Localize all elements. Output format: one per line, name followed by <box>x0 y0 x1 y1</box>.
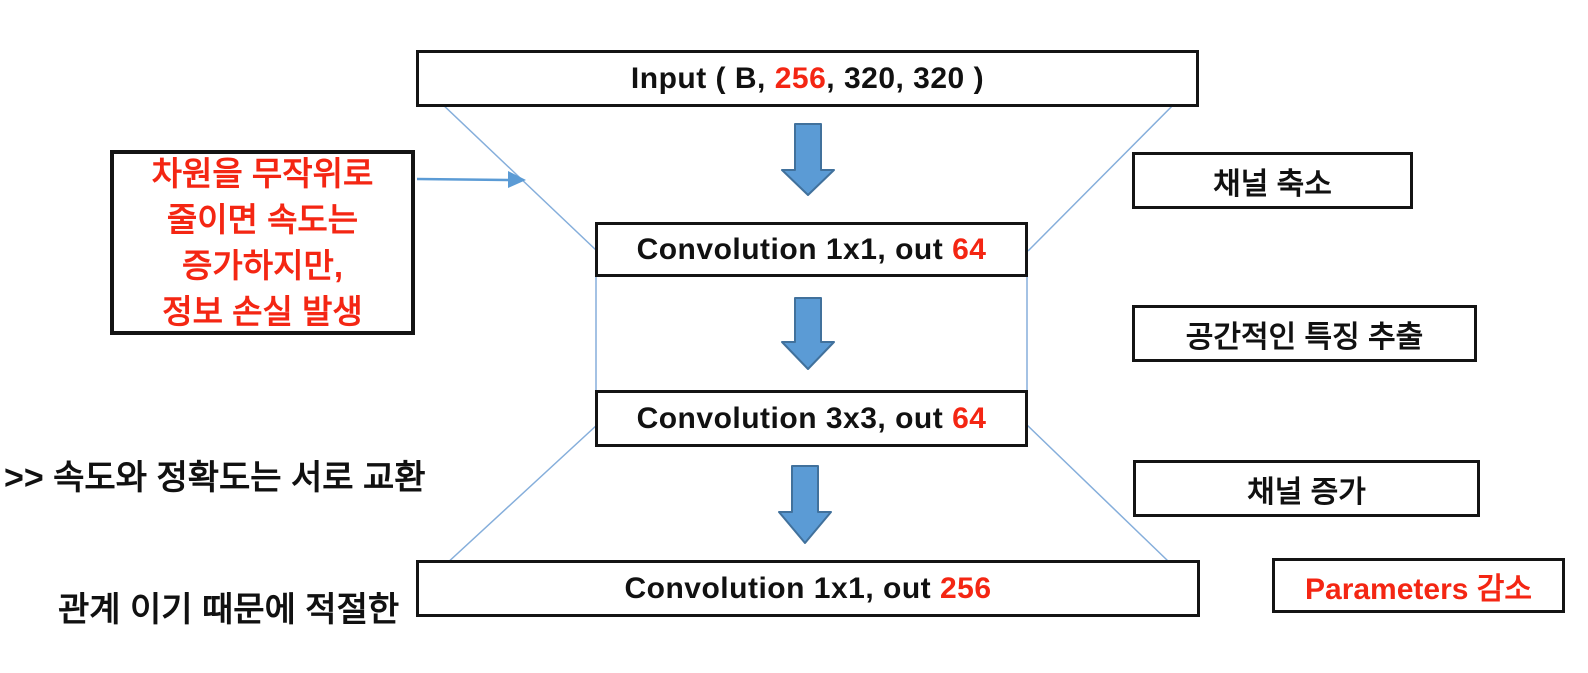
connector-line-input-left <box>419 82 598 252</box>
conv-reduce-out-value: 64 <box>952 232 987 266</box>
label-parameters-decrease: Parameters 감소 <box>1272 558 1565 613</box>
down-block-arrow-icon <box>781 123 835 196</box>
warning-line: 줄이면 속도는 <box>166 200 359 238</box>
conv-expand-label: Convolution 1x1, out <box>624 571 940 605</box>
warning-line: 차원을 무작위로 <box>151 154 374 192</box>
tradeoff-note: >> 속도와 정확도는 서로 교환 관계 이기 때문에 적절한 합의점이 필요함… <box>4 368 544 673</box>
note-line: >> 속도와 정확도는 서로 교환 <box>4 459 426 497</box>
warning-line: 정보 손실 발생 <box>162 292 363 330</box>
label-channel-reduce-text: 채널 축소 <box>1213 167 1332 201</box>
label-spatial-feature-text: 공간적인 특징 추출 <box>1185 320 1424 354</box>
down-block-arrow-icon <box>778 465 832 544</box>
conv-expand-box: Convolution 1x1, out 256 <box>416 560 1200 617</box>
down-block-arrow-icon <box>781 297 835 370</box>
input-box: Input ( B, 256, 320, 320 ) <box>416 50 1199 107</box>
conv-reduce-label: Convolution 1x1, out <box>636 232 953 266</box>
warning-line: 증가하지만, <box>182 246 343 284</box>
conv-spatial-box: Convolution 3x3, out 64 <box>595 390 1028 447</box>
note-line: 관계 이기 때문에 적절한 <box>58 591 400 629</box>
input-channel-value: 256 <box>774 61 827 95</box>
input-label-post: , 320, 320 ) <box>826 61 985 95</box>
label-spatial-feature: 공간적인 특징 추출 <box>1132 305 1477 362</box>
warning-box: 차원을 무작위로 줄이면 속도는 증가하지만, 정보 손실 발생 <box>110 150 415 335</box>
label-channel-reduce: 채널 축소 <box>1132 152 1413 209</box>
conv-spatial-out-value: 64 <box>952 401 987 435</box>
label-parameters-decrease-text: Parameters 감소 <box>1305 572 1532 606</box>
connector-line-input-right <box>1027 80 1198 252</box>
conv-reduce-box: Convolution 1x1, out 64 <box>595 222 1028 277</box>
conv-spatial-label: Convolution 3x3, out <box>636 401 953 435</box>
annotation-arrow-line <box>416 177 509 182</box>
input-label: Input ( B, <box>630 61 775 95</box>
conv-expand-out-value: 256 <box>939 571 992 605</box>
annotation-arrow-head-icon <box>508 171 526 188</box>
label-channel-increase: 채널 증가 <box>1133 460 1480 517</box>
label-channel-increase-text: 채널 증가 <box>1247 475 1366 509</box>
